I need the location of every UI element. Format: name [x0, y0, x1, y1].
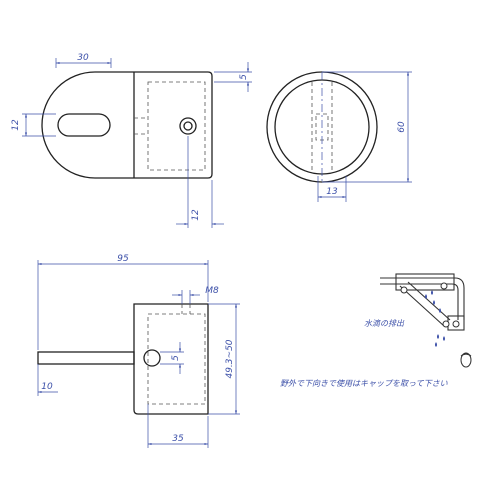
dim-circle-gap: 13 — [326, 187, 338, 197]
dim-circle-diameter: 60 — [397, 121, 407, 133]
water-drop — [431, 290, 433, 295]
side-view-hole — [143, 349, 161, 367]
dim-overall-length: 95 — [117, 254, 129, 264]
instruction-label: 野外で下向きで使用はキャップを取って下さい — [280, 379, 448, 388]
usage-bolt-2 — [442, 320, 450, 328]
usage-frame-inner — [380, 283, 459, 320]
top-view-slot — [57, 113, 111, 137]
dim-pipe-range: 49.3~50 — [225, 339, 235, 378]
water-drop — [443, 336, 445, 341]
dim-slot-height: 12 — [11, 119, 21, 131]
usage-bolt-1 — [400, 286, 408, 294]
dim-body-length: 35 — [172, 434, 184, 444]
dim-rod-thickness: 10 — [41, 382, 53, 392]
dim-top-width: 30 — [77, 53, 89, 63]
usage-bolt-4 — [440, 282, 448, 290]
side-view-rod — [37, 351, 135, 365]
usage-sketch: 水滴の排出 野外で下向きで使用はキャップを取って下さい — [280, 273, 472, 388]
side-view-body-outline — [133, 303, 209, 415]
side-view-hidden-outline — [147, 313, 206, 405]
removed-cap-rim — [460, 353, 472, 357]
water-drop — [433, 300, 435, 305]
drainage-label: 水滴の排出 — [364, 319, 405, 328]
side-view: 95 M8 49.3~50 5 10 35 — [37, 254, 240, 448]
dim-hole-center: 5 — [171, 355, 181, 361]
dim-thread: M8 — [205, 286, 219, 296]
usage-diagonal-a — [399, 285, 445, 327]
top-view: 30 12 5 12 — [11, 53, 252, 228]
end-view: 60 13 — [266, 71, 412, 202]
usage-frame-top — [380, 277, 465, 320]
top-view-hidden-outline — [147, 81, 206, 171]
dim-top-right-offset: 5 — [239, 74, 249, 80]
usage-bolt-3 — [452, 320, 460, 328]
water-drop — [435, 342, 437, 347]
removed-cap — [460, 352, 472, 368]
top-view-hole-inner — [183, 121, 193, 131]
water-drop — [437, 334, 439, 339]
water-drop — [425, 294, 427, 299]
top-view-body-outline — [41, 71, 213, 179]
usage-joint-top — [395, 273, 455, 291]
dim-hole-offset: 12 — [191, 209, 201, 221]
usage-diagonal-b — [407, 281, 451, 321]
top-view-hole-outer — [179, 117, 197, 135]
water-drop — [439, 308, 441, 313]
